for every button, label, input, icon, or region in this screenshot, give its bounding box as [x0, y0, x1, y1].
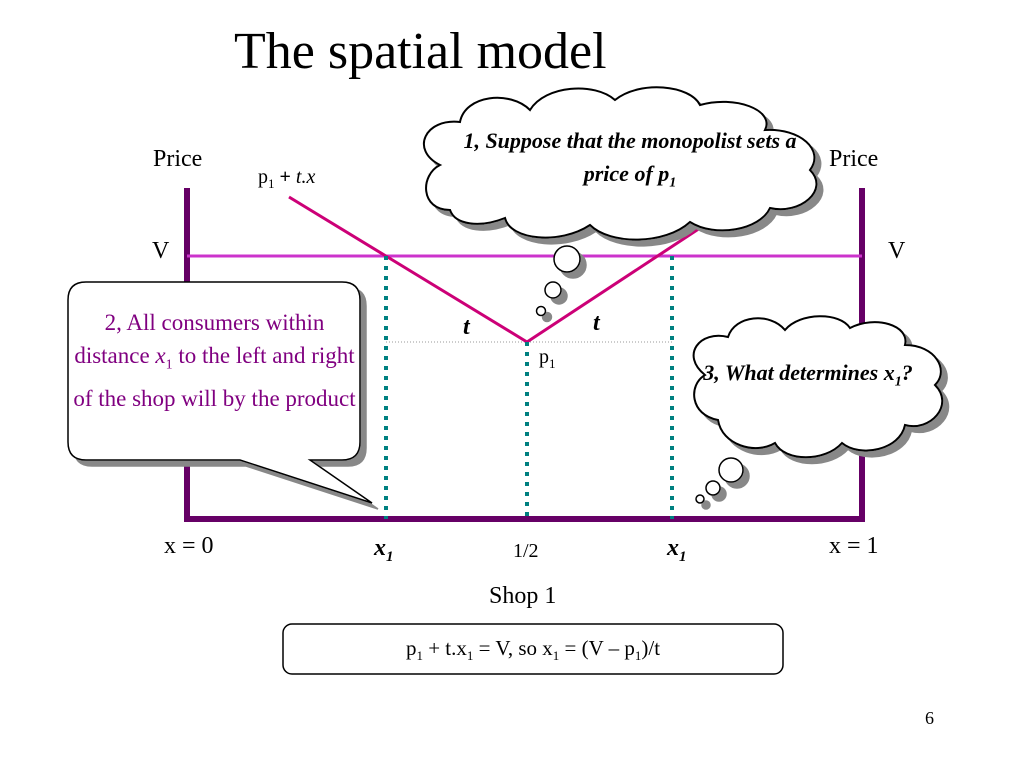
x1-right-label: x1	[667, 535, 687, 565]
x-zero-label: x = 0	[164, 533, 214, 559]
thought-dot-3c	[695, 494, 705, 504]
x1-left-label: x1	[374, 535, 394, 565]
half-label: 1/2	[513, 540, 539, 562]
thought-3-text: 3, What determines x1?	[703, 360, 913, 390]
thought-cloud-1	[422, 86, 818, 241]
p1-price-label: p1	[539, 346, 556, 371]
thought-dot-3b	[705, 480, 721, 496]
formula-text: p1 + t.x1 = V, so x1 = (V – p1)/t	[405, 636, 661, 664]
thought-cloud-3	[692, 315, 944, 459]
slide-number: 6	[925, 708, 934, 728]
speech-2-text: 2, All consumers within distance x1 to t…	[73, 310, 356, 411]
shop-label: Shop 1	[489, 583, 557, 609]
thought-bubble-1	[422, 86, 818, 317]
x-one-label: x = 1	[829, 533, 879, 559]
v-label-right: V	[888, 238, 906, 264]
price-label-right: Price	[829, 146, 879, 172]
v-label-left: V	[152, 238, 170, 264]
thought-dot-3a	[718, 457, 744, 483]
p1-plus-tx-label: p1 + t.x	[258, 166, 316, 191]
slide-title: The spatial model	[234, 23, 607, 80]
slope-t-left: t	[463, 314, 470, 340]
thought-dot-1a	[553, 245, 581, 273]
formula-box	[282, 623, 784, 675]
thought-1-text: 1, Suppose that the monopolist sets a pr…	[463, 128, 797, 191]
price-label-left: Price	[153, 146, 203, 172]
speech-bubble-2	[67, 281, 373, 504]
slope-t-right: t	[593, 310, 600, 336]
thought-bubble-3	[692, 315, 944, 504]
thought-dot-1c	[535, 305, 547, 317]
speech-callout-2	[67, 281, 373, 504]
thought-dot-1b	[544, 281, 562, 299]
